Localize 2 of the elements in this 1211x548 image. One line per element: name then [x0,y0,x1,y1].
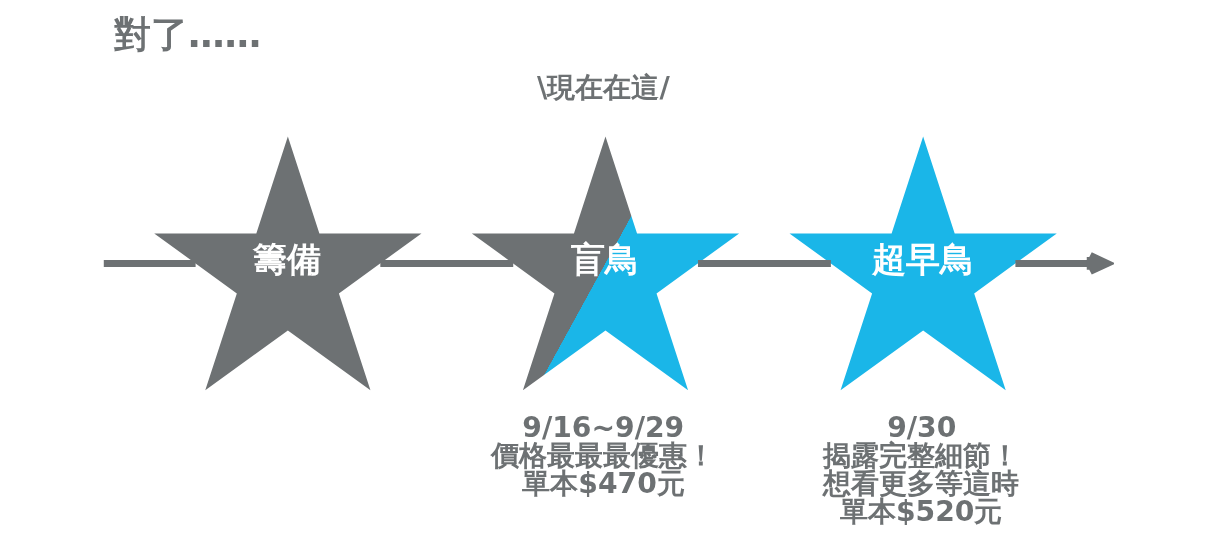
diagram-title: 對了…… [113,13,262,57]
label: \現在在這/ [537,71,670,105]
